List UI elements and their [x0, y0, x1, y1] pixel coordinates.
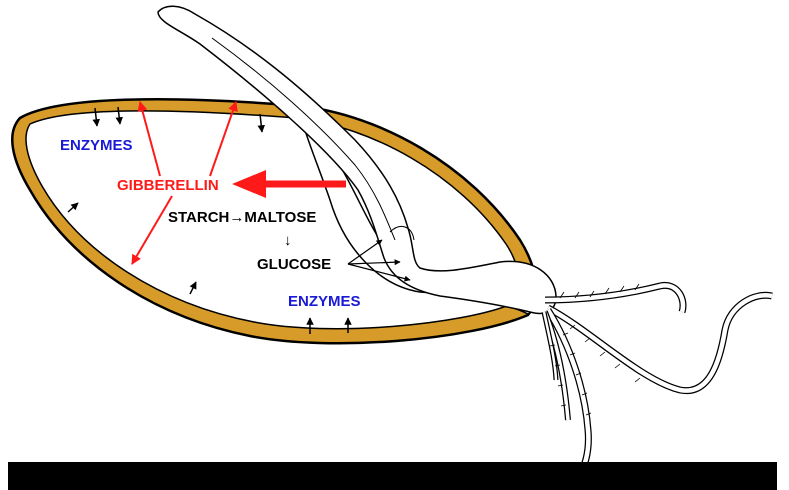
down-arrow-icon: ↓ [284, 233, 292, 248]
roots [544, 284, 772, 476]
starch-maltose-label: STARCH→MALTOSE [168, 210, 316, 225]
gibberellin-label: GIBBERELLIN [117, 178, 219, 193]
glucose-label: GLUCOSE [257, 257, 331, 272]
root-2 [548, 295, 772, 390]
enzymes-label-top: ENZYMES [60, 138, 133, 153]
bottom-black-bar [8, 462, 777, 490]
enzymes-label-bottom: ENZYMES [288, 294, 361, 309]
